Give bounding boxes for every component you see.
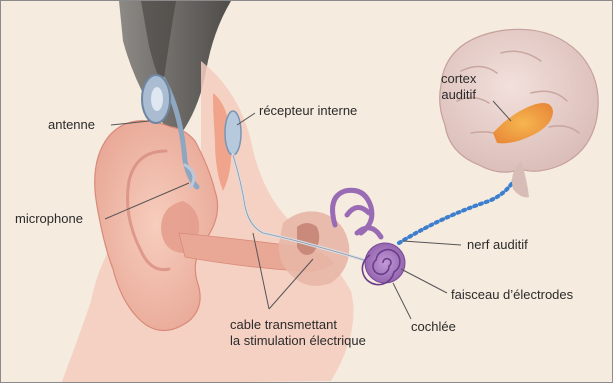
leader-faisceau [401, 269, 447, 293]
label-antenne: antenne [48, 117, 95, 133]
label-cable-line-2: la stimulation électrique [230, 333, 366, 349]
internal-receiver [225, 111, 241, 155]
label-cochlee: cochlée [411, 319, 456, 335]
label-nerf-auditif: nerf auditif [467, 237, 528, 253]
leader-cochlee [393, 283, 411, 319]
antenna-coil-center [151, 87, 163, 111]
leader-nerf [403, 241, 461, 245]
label-cortex-line-1: cortex [441, 71, 476, 87]
label-cortex-auditif: cortex auditif [441, 71, 476, 103]
label-microphone: microphone [15, 211, 83, 227]
label-cortex-line-2: auditif [441, 87, 476, 103]
cochlea [365, 243, 405, 283]
label-cable-line-1: cable transmettant [230, 317, 366, 333]
label-recepteur-interne: récepteur interne [259, 103, 357, 119]
label-faisceau-electrodes: faisceau d’électrodes [451, 287, 573, 303]
label-cable-transmettant: cable transmettant la stimulation électr… [230, 317, 366, 349]
